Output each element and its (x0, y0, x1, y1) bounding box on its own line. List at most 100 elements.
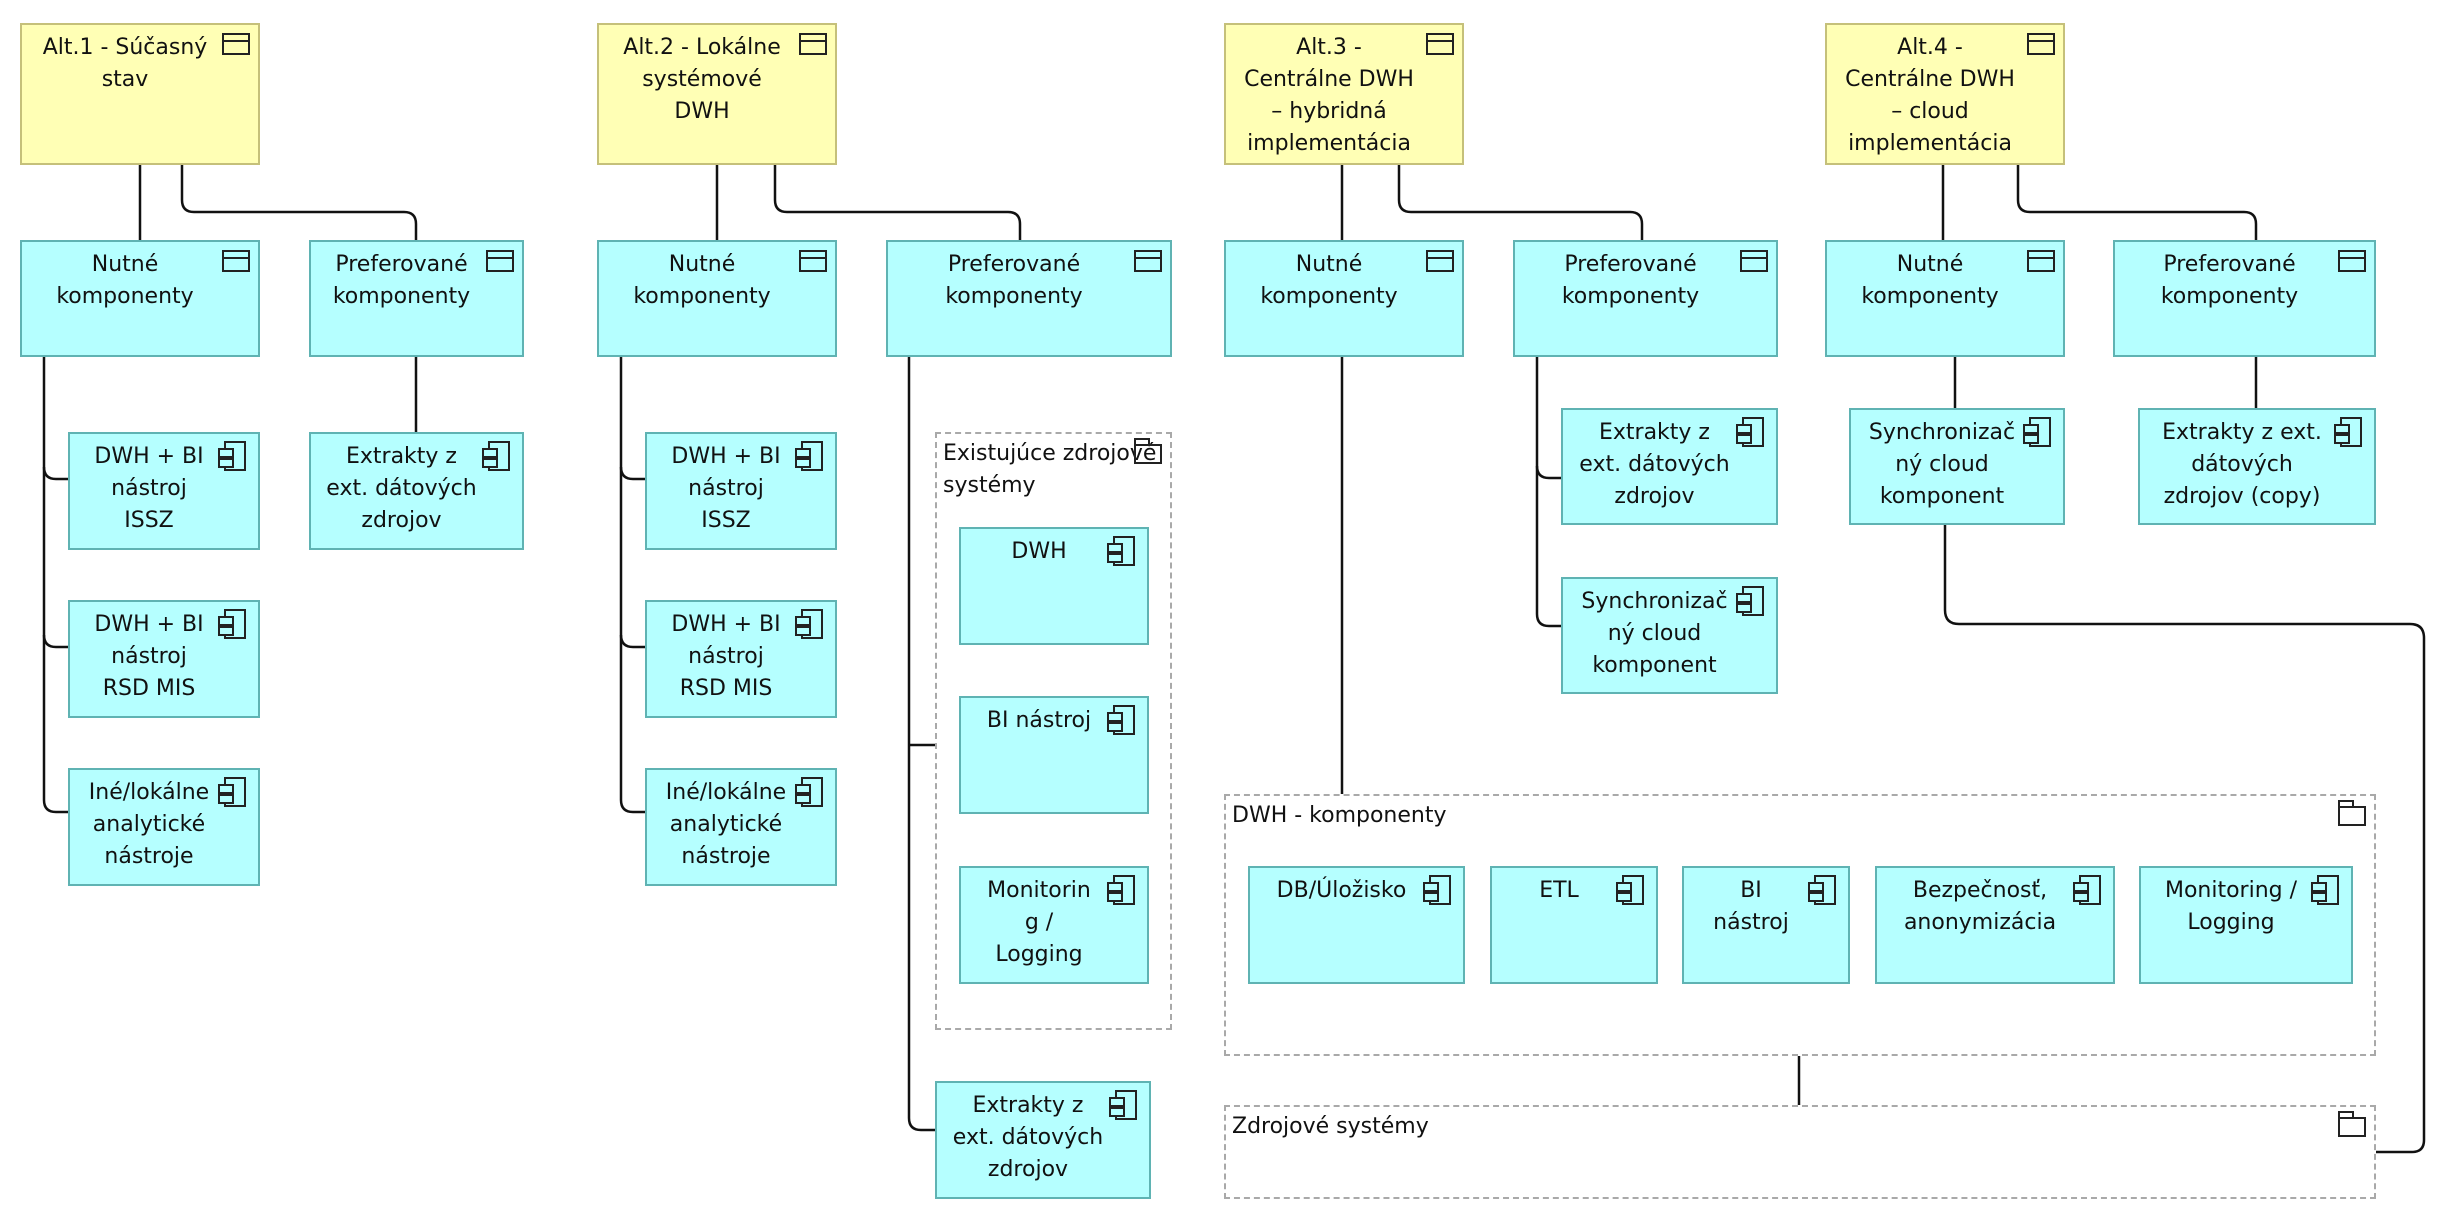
connector (773, 165, 1022, 240)
alt2-extrakty[interactable]: Extrakty z ext. dátových zdrojov (935, 1081, 1151, 1199)
component-icon (1107, 536, 1135, 566)
alt2-nutne-komponenty[interactable]: Nutné komponenty (597, 240, 837, 357)
alt1-ine-lokalne-nastroje[interactable]: Iné/lokálne analytické nástroje (68, 768, 260, 886)
dwh-monitoring-logging[interactable]: Monitoring / Logging (2139, 866, 2353, 984)
business-actor-icon (222, 33, 250, 55)
component-icon (795, 441, 823, 471)
group-title: Existujúce zdrojové systémy (943, 441, 1157, 498)
connector (1535, 357, 1561, 628)
component-label: BI nástroj (1713, 878, 1789, 935)
alt2-title: Alt.2 - Lokálne systémové DWH (623, 35, 781, 124)
component-icon (1107, 875, 1135, 905)
business-actor-icon (222, 250, 250, 272)
component-icon (1736, 417, 1764, 447)
connector (1535, 465, 1561, 480)
component-label: DWH + BI nástroj RSD MIS (94, 612, 204, 701)
component-label: Monitorin g / Logging (987, 878, 1091, 967)
alt4-preferovane-komponenty[interactable]: Preferované komponenty (2113, 240, 2376, 357)
alt1-header[interactable]: Alt.1 - Súčasný stav (20, 23, 260, 165)
node-label: Nutné komponenty (1861, 252, 1999, 309)
connector (619, 357, 645, 814)
connector (619, 634, 645, 649)
component-label: Monitoring / Logging (2164, 878, 2298, 935)
connector (1943, 525, 2426, 1154)
business-actor-icon (1426, 250, 1454, 272)
component-label: Extrakty z ext. dátových zdrojov (1579, 420, 1730, 509)
component-label: DWH + BI nástroj ISSZ (671, 444, 781, 533)
group-title: Zdrojové systémy (1232, 1114, 1429, 1139)
alt4-title: Alt.4 - Centrálne DWH – cloud implementá… (1845, 35, 2015, 156)
component-icon (1736, 586, 1764, 616)
alt2-header[interactable]: Alt.2 - Lokálne systémové DWH (597, 23, 837, 165)
alt3-nutne-komponenty[interactable]: Nutné komponenty (1224, 240, 1464, 357)
alt4-extrakty-copy[interactable]: Extrakty z ext. dátových zdrojov (copy) (2138, 408, 2376, 525)
folder-icon (2338, 1111, 2366, 1137)
alt3-preferovane-komponenty[interactable]: Preferované komponenty (1513, 240, 1778, 357)
business-actor-icon (1134, 250, 1162, 272)
group-title: DWH - komponenty (1232, 803, 1447, 828)
alt3-extrakty[interactable]: Extrakty z ext. dátových zdrojov (1561, 408, 1778, 525)
business-actor-icon (799, 250, 827, 272)
node-label: Preferované komponenty (1561, 252, 1700, 309)
connector (619, 466, 645, 481)
alt2-group-dwh[interactable]: DWH (959, 527, 1149, 645)
dwh-etl[interactable]: ETL (1490, 866, 1658, 984)
alt4-header[interactable]: Alt.4 - Centrálne DWH – cloud implementá… (1825, 23, 2065, 165)
dwh-bezpecnost[interactable]: Bezpečnosť, anonymizácia (1875, 866, 2115, 984)
alt4-synchronizacny-komponent[interactable]: Synchronizač ný cloud komponent (1849, 408, 2065, 525)
alt2-dwh-bi-rsd-mis[interactable]: DWH + BI nástroj RSD MIS (645, 600, 837, 718)
node-label: Nutné komponenty (1260, 252, 1398, 309)
component-label: Iné/lokálne analytické nástroje (88, 780, 210, 869)
component-icon (2334, 417, 2362, 447)
component-icon (1107, 705, 1135, 735)
alt2-ine-lokalne-nastroje[interactable]: Iné/lokálne analytické nástroje (645, 768, 837, 886)
business-actor-icon (486, 250, 514, 272)
dwh-bi-nastroj[interactable]: BI nástroj (1682, 866, 1850, 984)
zdrojove-systemy-group[interactable]: Zdrojové systémy (1224, 1105, 2376, 1199)
business-actor-icon (1740, 250, 1768, 272)
node-label: Preferované komponenty (332, 252, 471, 309)
connector (1397, 165, 1644, 240)
component-label: Bezpečnosť, anonymizácia (1903, 878, 2057, 935)
folder-icon (1134, 438, 1162, 464)
alt4-nutne-komponenty[interactable]: Nutné komponenty (1825, 240, 2065, 357)
business-actor-icon (799, 33, 827, 55)
component-label: Extrakty z ext. dátových zdrojov (326, 444, 477, 533)
connector (42, 466, 68, 481)
component-icon (2023, 417, 2051, 447)
alt1-nutne-komponenty[interactable]: Nutné komponenty (20, 240, 260, 357)
business-actor-icon (2027, 33, 2055, 55)
alt3-synchronizacny-komponent[interactable]: Synchronizač ný cloud komponent (1561, 577, 1778, 694)
component-label: Extrakty z ext. dátových zdrojov (952, 1093, 1104, 1182)
alt3-header[interactable]: Alt.3 - Centrálne DWH – hybridná impleme… (1224, 23, 1464, 165)
connector (180, 165, 418, 240)
alt1-dwh-bi-issz[interactable]: DWH + BI nástroj ISSZ (68, 432, 260, 550)
connector (907, 357, 935, 1132)
component-label: BI nástroj (986, 708, 1092, 733)
alt2-group-monitoring[interactable]: Monitorin g / Logging (959, 866, 1149, 984)
node-label: Preferované komponenty (2160, 252, 2299, 309)
folder-icon (2338, 800, 2366, 826)
component-icon (795, 609, 823, 639)
component-label: DWH + BI nástroj ISSZ (94, 444, 204, 533)
component-label: Extrakty z ext. dátových zdrojov (copy) (2162, 420, 2322, 509)
alt1-extrakty[interactable]: Extrakty z ext. dátových zdrojov (309, 432, 524, 550)
component-icon (1808, 875, 1836, 905)
business-actor-icon (2027, 250, 2055, 272)
alt1-dwh-bi-rsd-mis[interactable]: DWH + BI nástroj RSD MIS (68, 600, 260, 718)
component-icon (2311, 875, 2339, 905)
alt2-dwh-bi-issz[interactable]: DWH + BI nástroj ISSZ (645, 432, 837, 550)
alt1-preferovane-komponenty[interactable]: Preferované komponenty (309, 240, 524, 357)
alt2-group-bi-nastroj[interactable]: BI nástroj (959, 696, 1149, 814)
dwh-db-ulozisko[interactable]: DB/Úložisko (1248, 866, 1465, 984)
connector (2016, 165, 2258, 240)
connector (42, 357, 68, 814)
component-label: ETL (1539, 878, 1579, 903)
component-icon (2073, 875, 2101, 905)
business-actor-icon (2338, 250, 2366, 272)
component-label: Iné/lokálne analytické nástroje (665, 780, 787, 869)
alt2-preferovane-komponenty[interactable]: Preferované komponenty (886, 240, 1172, 357)
component-label: Synchronizač ný cloud komponent (1868, 420, 2016, 509)
